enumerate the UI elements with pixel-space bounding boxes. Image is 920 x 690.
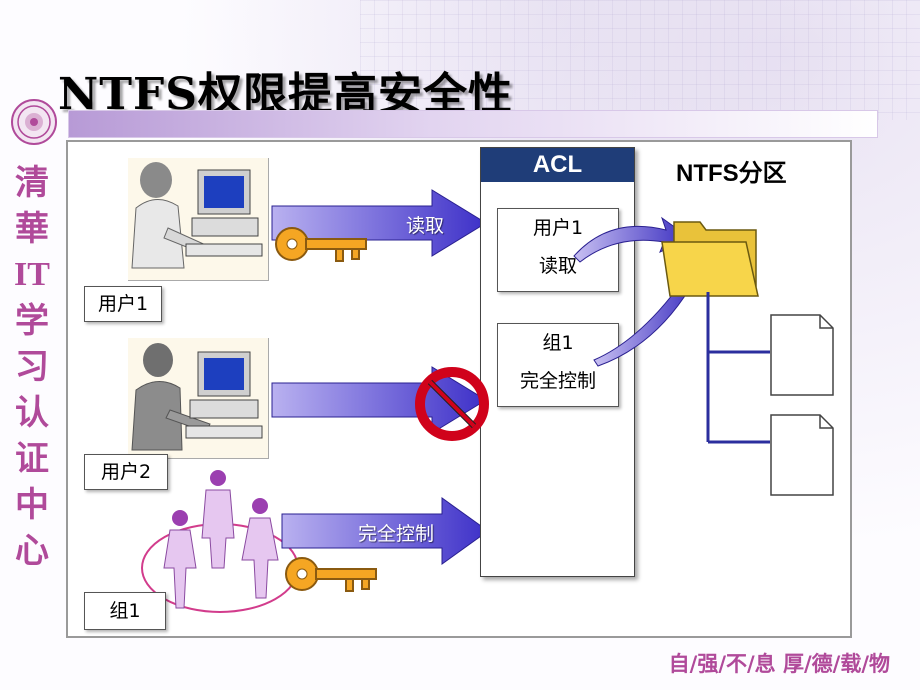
full-control-arrow (281, 497, 489, 565)
side-char: 中 (15, 485, 49, 525)
person-at-computer-icon (131, 162, 263, 269)
background-grid (360, 0, 920, 120)
acl-entry-group1: 组1 完全控制 (497, 323, 619, 407)
title-underline-bar (68, 110, 878, 138)
acl-entry-name: 组1 (542, 332, 574, 354)
group-people-icon (141, 470, 299, 613)
folder-icon (661, 221, 759, 297)
arrow-label-read: 读取 (406, 215, 445, 237)
university-logo (11, 99, 57, 145)
side-char: 華 (15, 209, 49, 249)
side-char: 学 (15, 301, 49, 341)
document-icon (770, 314, 834, 396)
arrow-label-full-control: 完全控制 (358, 523, 435, 545)
side-char: 清 (15, 163, 49, 203)
side-vertical-text: 清 華 IT 学 习 认 证 中 心 (10, 160, 54, 574)
document-icon (770, 414, 834, 496)
user2-illustration (128, 338, 269, 459)
side-char: 习 (15, 347, 49, 387)
ntfs-partition-label: NTFS分区 (676, 160, 787, 187)
principal-label-user2: 用户2 (84, 454, 168, 490)
principal-label-user1: 用户1 (84, 286, 162, 322)
side-char: 证 (15, 439, 49, 479)
principal-label-group1: 组1 (84, 592, 166, 630)
side-char: 认 (15, 393, 49, 433)
acl-entry-permission: 完全控制 (519, 370, 596, 392)
acl-entry-permission: 读取 (538, 255, 577, 277)
prohibited-icon (415, 367, 489, 441)
acl-header: ACL (481, 148, 634, 182)
key-icon (285, 557, 377, 592)
principal-label-text: 用户2 (100, 461, 152, 483)
side-char: IT (14, 256, 50, 293)
principal-label-text: 用户1 (97, 293, 149, 315)
folder-tree-lines (706, 292, 770, 444)
user1-illustration (128, 158, 269, 281)
key-icon (275, 227, 367, 262)
side-char: 心 (15, 531, 49, 571)
acl-entry-name: 用户1 (532, 217, 584, 239)
person-at-computer-icon (131, 343, 263, 451)
principal-label-text: 组1 (109, 600, 141, 622)
footer-motto: 自/强/不/息 厚/德/载/物 (668, 652, 890, 676)
acl-panel: ACL 用户1 读取 组1 完全控制 (480, 147, 635, 577)
